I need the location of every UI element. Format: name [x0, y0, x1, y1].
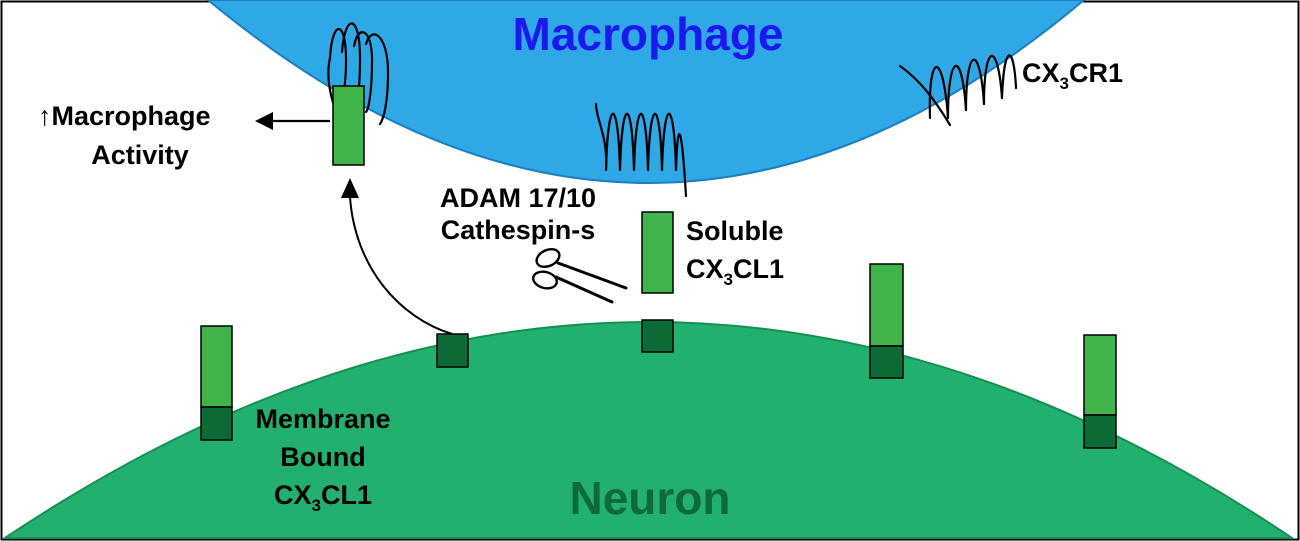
ligand-bound-receptor — [332, 85, 365, 166]
membrane-ligand-2 — [869, 263, 904, 379]
receptor-coil-right — [898, 54, 1018, 127]
activity-label-line1: ↑Macrophage — [38, 101, 211, 131]
scissors-icon — [532, 247, 628, 304]
neuron-label: Neuron — [570, 472, 731, 524]
membrane-stub-released — [436, 333, 469, 368]
enzymes-label-line2: Cathespin-s — [441, 215, 596, 245]
membrane-label-line3: CX3CL1 — [274, 480, 372, 515]
release-arrow — [349, 196, 453, 335]
release-arrow-head — [341, 178, 359, 198]
membrane-label-line1: Membrane — [255, 404, 390, 434]
receptor-label: CX3CR1 — [1022, 58, 1123, 93]
membrane-stub-cleaved — [641, 319, 674, 353]
macrophage-label: Macrophage — [513, 8, 784, 60]
enzymes-label-line1: ADAM 17/10 — [440, 183, 596, 213]
receptor-coil-center — [594, 102, 688, 198]
soluble-label-line2: CX3CL1 — [686, 254, 784, 289]
soluble-ligand — [641, 211, 674, 294]
membrane-label-line2: Bound — [280, 442, 365, 472]
soluble-label-line1: Soluble — [686, 216, 784, 246]
activity-arrow-head — [255, 112, 273, 130]
membrane-ligand-3 — [1083, 334, 1117, 449]
activity-label-line2: Activity — [91, 140, 189, 170]
membrane-ligand-1 — [200, 325, 233, 441]
